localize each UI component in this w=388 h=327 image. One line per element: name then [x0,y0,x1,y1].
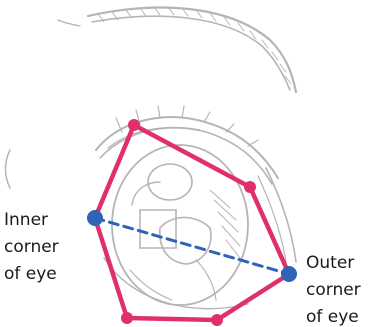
vertex-top [128,119,140,131]
inner-label-line3: of eye [4,264,57,284]
outer-label-line2: corner [306,280,361,300]
iris-sketch [112,145,248,305]
outline-vertices [121,119,256,326]
eye-axis-line [95,218,289,274]
outer-label-line1: Outer [306,253,354,273]
outer-corner-label: Outer corner of eye [306,253,361,327]
eyebrow-sketch [58,7,296,92]
inner-edge-mark [6,150,11,188]
vertex-bottom-left [121,312,133,324]
outer-label-line3: of eye [306,307,359,327]
upper-lid-sketch [96,106,296,262]
inner-corner-label: Inner corner of eye [4,210,59,284]
inner-label-line2: corner [4,237,59,257]
vertex-upper-right [244,181,256,193]
inner-corner-point [87,210,103,226]
inner-label-line1: Inner [4,210,48,230]
outer-corner-point [281,266,297,282]
vertex-lower-right [211,314,223,326]
